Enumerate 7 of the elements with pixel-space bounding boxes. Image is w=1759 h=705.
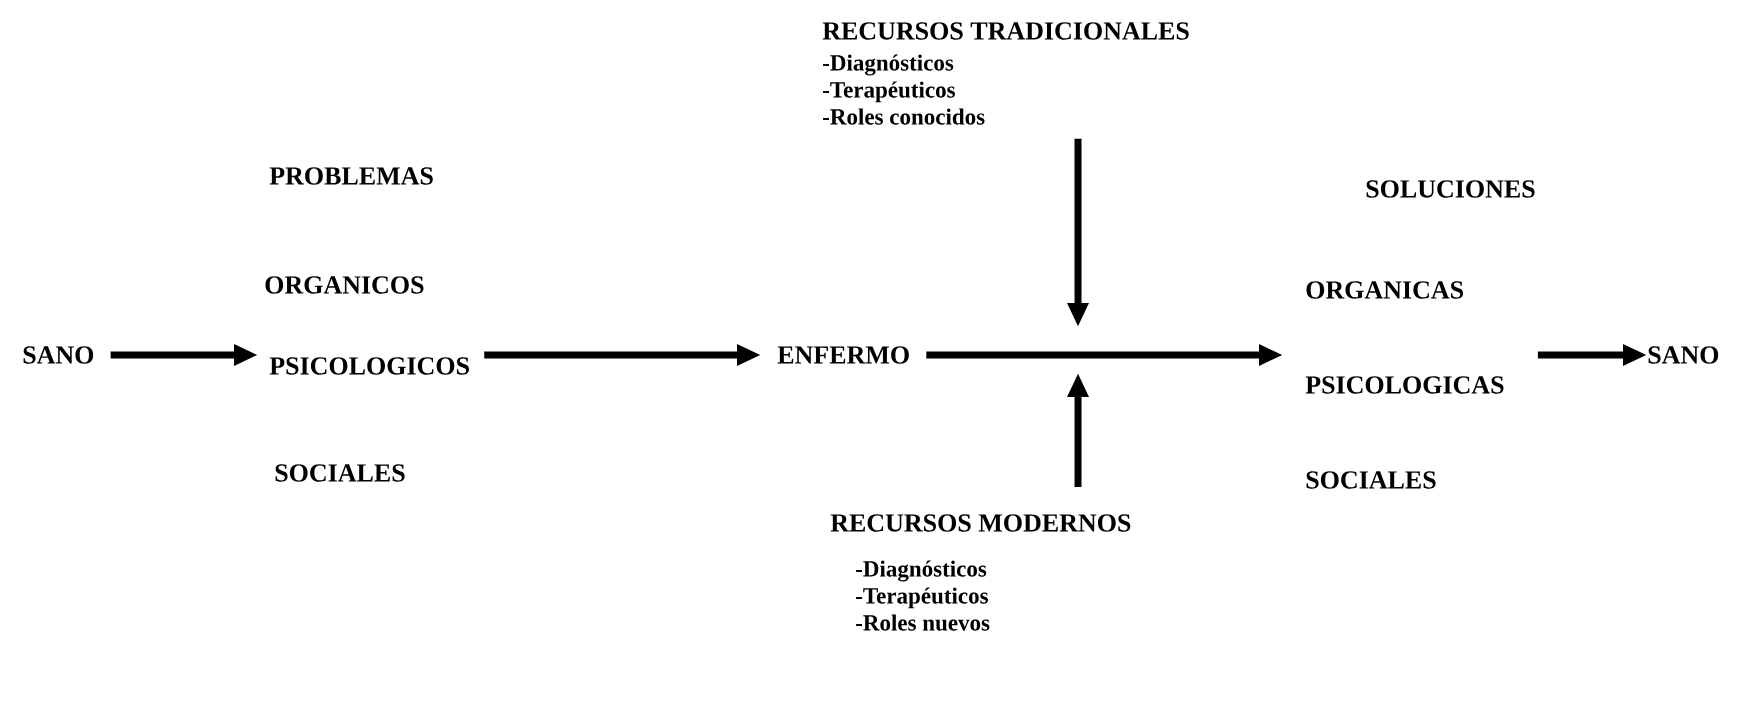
problem-list: PROBLEMAS ORGANICOS PSICOLOGICOS SOCIALES — [265, 167, 469, 482]
resource-list: RECURSOS MODERNOS -Diagnósticos -Terapéuticos -Roles nuevos — [830, 514, 1131, 631]
solution-list: SOLUCIONES ORGANICAS PSICOLOGICAS SOCIALES — [1305, 180, 1535, 489]
state-label: ENFERMO — [777, 346, 909, 364]
state-label: SANO — [1648, 346, 1719, 364]
resource-list: RECURSOS TRADICIONALES -Diagnósticos -Terapéuticos -Roles conocidos — [822, 22, 1189, 125]
state-label: SANO — [23, 346, 94, 364]
